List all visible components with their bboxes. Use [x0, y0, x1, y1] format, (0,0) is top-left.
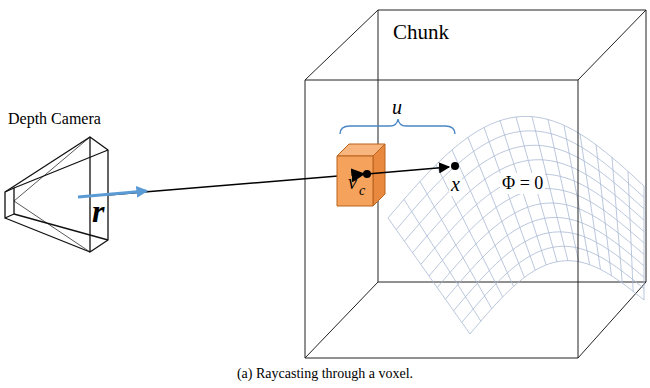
voxel-cube — [337, 144, 385, 206]
surface-mesh — [388, 116, 644, 334]
ray-direction-arrow — [78, 191, 146, 197]
mesh-line — [452, 150, 514, 287]
chunk-label: Chunk — [393, 20, 449, 44]
mesh-line — [420, 181, 492, 308]
chunk-cube-front — [305, 80, 578, 358]
voxel-center-dot — [363, 170, 371, 178]
mesh-line — [484, 127, 535, 270]
voxel-center-subscript: c — [359, 183, 365, 199]
mesh-line — [436, 165, 503, 297]
surface-point-dot — [451, 162, 459, 170]
mesh-line — [628, 171, 633, 291]
mesh-line — [413, 160, 644, 253]
distance-brace — [340, 119, 455, 134]
ray-segment-arrow — [367, 167, 449, 174]
chunk-cube-back — [305, 10, 646, 358]
mesh-line — [548, 119, 579, 261]
mesh-line — [470, 261, 644, 334]
mesh-line — [437, 203, 644, 288]
ray-direction-label: r — [92, 193, 104, 230]
mesh-line — [404, 199, 481, 321]
camera-label: Depth Camera — [8, 110, 101, 128]
mesh-line — [596, 145, 611, 276]
mesh-line — [396, 131, 644, 230]
mesh-line — [564, 125, 590, 264]
surface-point-label: x — [449, 173, 462, 196]
isosurface-label: Φ = 0 — [500, 173, 545, 194]
distance-label: u — [392, 96, 402, 119]
figure-caption: (a) Raycasting through a voxel. — [237, 366, 413, 382]
mesh-line — [644, 186, 645, 300]
mesh-line — [404, 145, 644, 241]
voxel-center-label: v — [348, 171, 357, 194]
ray-line — [108, 174, 362, 195]
mesh-line — [388, 116, 644, 218]
mesh-line — [612, 157, 622, 283]
mesh-line — [429, 189, 644, 276]
mesh-line — [468, 137, 524, 277]
depth-camera-frustum — [5, 137, 108, 252]
mesh-line — [388, 218, 470, 334]
mesh-line — [445, 217, 644, 299]
